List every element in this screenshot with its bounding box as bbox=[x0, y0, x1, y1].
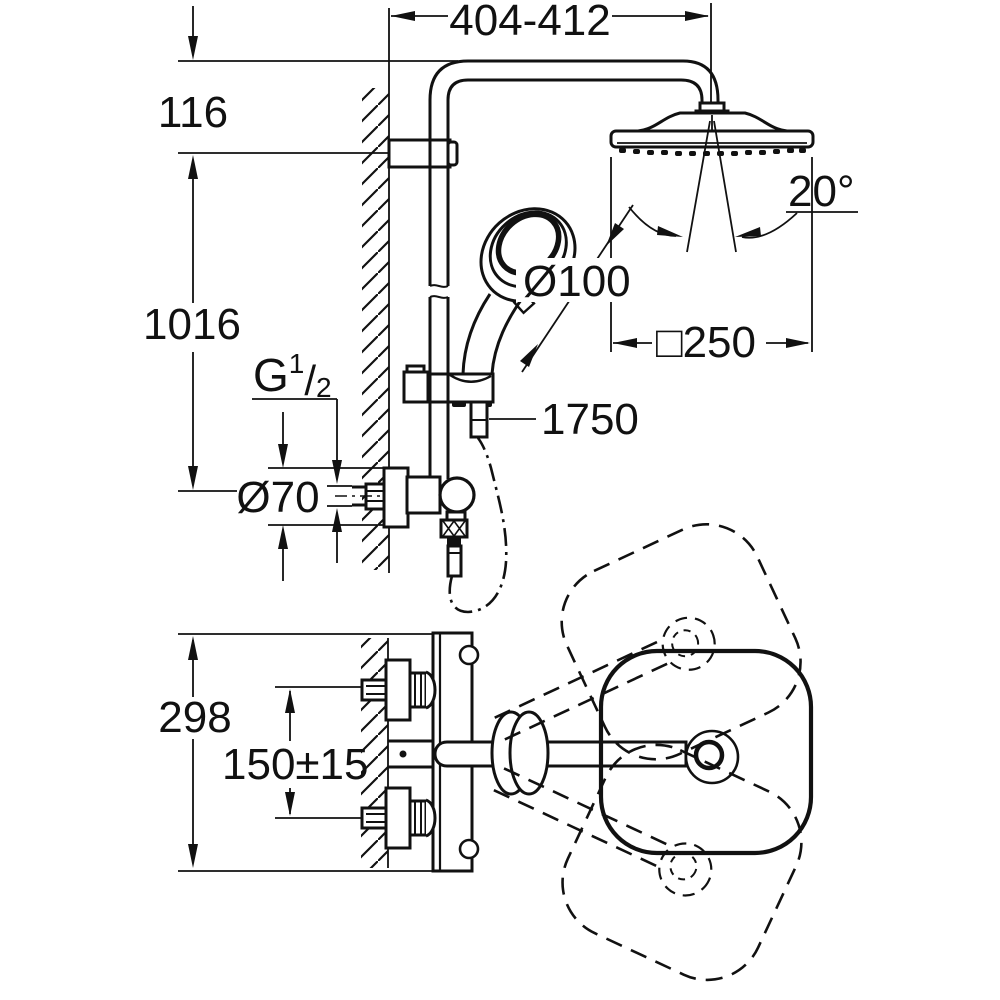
label-1750: 1750 bbox=[541, 395, 639, 444]
label-404-412: 404-412 bbox=[449, 0, 610, 45]
swivel-position-upper bbox=[494, 522, 802, 761]
outlet-pipe-top bbox=[433, 740, 688, 768]
dimension-supply-spacing: 150±15 bbox=[222, 686, 383, 819]
shower-hose bbox=[448, 437, 508, 614]
dimension-head-width: □250 bbox=[610, 157, 813, 367]
label-o70: Ø70 bbox=[236, 473, 319, 522]
head-shower-top bbox=[598, 648, 814, 856]
outlet-channel bbox=[388, 739, 433, 769]
dimension-escutcheon: Ø70 bbox=[236, 412, 383, 581]
wall-top bbox=[361, 638, 389, 868]
dimension-hand-diameter: Ø100 bbox=[516, 204, 634, 373]
label-o100: Ø100 bbox=[523, 257, 631, 306]
label-298: 298 bbox=[158, 693, 231, 742]
dimension-bracket-to-valve: 1016 bbox=[143, 155, 241, 492]
label-250: □250 bbox=[656, 318, 756, 367]
label-thread: G1/2 bbox=[253, 348, 332, 404]
supply-unions bbox=[360, 658, 437, 850]
nozzles bbox=[619, 148, 806, 156]
label-116: 116 bbox=[158, 88, 228, 137]
label-1016: 1016 bbox=[143, 300, 241, 349]
front-view: 116 1016 404-412 bbox=[143, 0, 858, 614]
label-20deg: 20° bbox=[788, 167, 855, 216]
shower-pipe bbox=[428, 59, 720, 479]
top-view: 298 150±15 bbox=[158, 522, 814, 982]
dimension-valve-height: 298 bbox=[158, 633, 471, 872]
dimension-arm-to-bracket: 116 bbox=[158, 6, 458, 154]
dimension-arm-projection: 404-412 bbox=[391, 0, 712, 110]
dimension-spray-angle: 20° bbox=[628, 167, 858, 239]
swivel-position-lower bbox=[493, 743, 803, 982]
thermostat-valve-front bbox=[327, 466, 476, 578]
slide-bar-holder bbox=[402, 364, 495, 439]
dimension-hose-length: 1750 bbox=[489, 395, 639, 444]
label-150: 150±15 bbox=[222, 740, 369, 789]
dimension-thread: G1/2 bbox=[252, 348, 342, 563]
head-shower-front bbox=[609, 101, 815, 253]
